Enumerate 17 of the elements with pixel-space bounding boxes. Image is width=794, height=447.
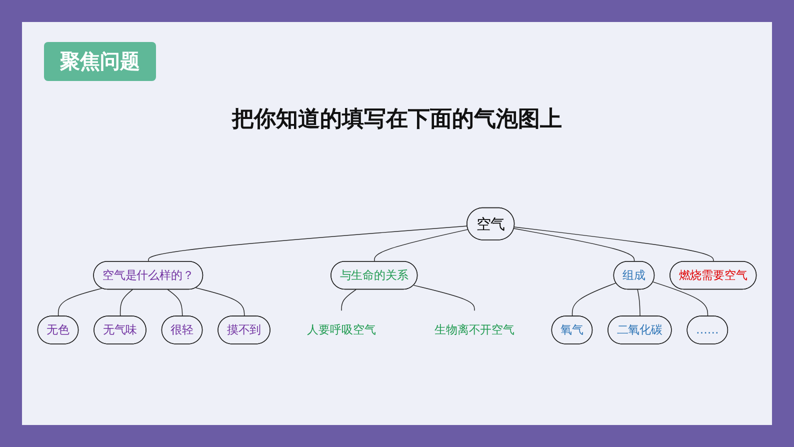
connector — [58, 288, 102, 317]
connector — [514, 228, 635, 262]
connector — [341, 289, 356, 312]
connector — [652, 282, 708, 317]
connector — [196, 287, 245, 317]
connector — [637, 289, 640, 317]
connector — [148, 226, 468, 262]
node-text: 生物离不开空气 — [434, 322, 515, 336]
connector — [120, 289, 133, 317]
connector — [572, 282, 616, 317]
connector — [413, 284, 475, 312]
connector — [167, 289, 183, 317]
connector — [374, 229, 469, 262]
title: 把你知道的填写在下面的气泡图上 — [230, 106, 563, 134]
heading-badge: 聚焦问题 — [44, 42, 156, 81]
node-text: 人要呼吸空气 — [307, 322, 376, 336]
connector — [514, 226, 714, 262]
